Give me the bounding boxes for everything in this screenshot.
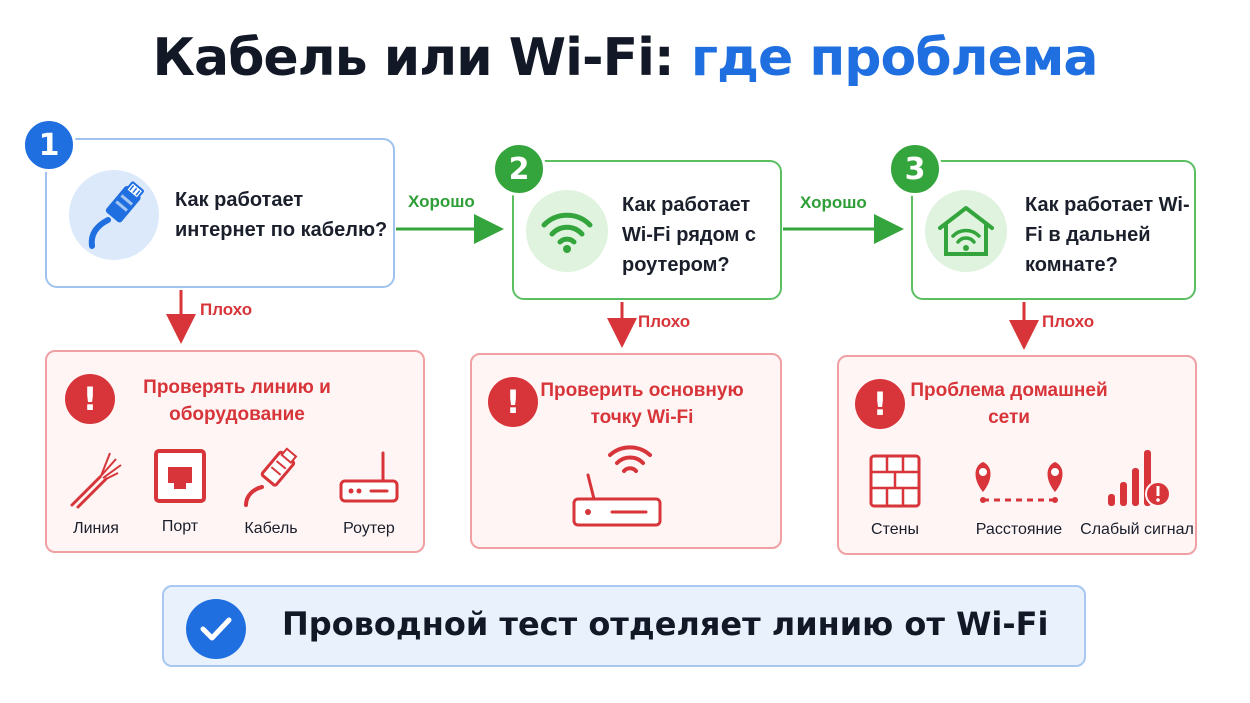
check-icon bbox=[186, 599, 246, 659]
step-1-box: Как работает интернет по кабелю? bbox=[45, 138, 395, 288]
item-label: Слабый сигнал bbox=[1080, 521, 1194, 538]
item-walls: Стены bbox=[859, 452, 931, 539]
item-line: Линия bbox=[61, 447, 131, 538]
bad-label-1: Плохо bbox=[200, 300, 253, 319]
wall-icon bbox=[869, 454, 921, 508]
conclusion-box: Проводной тест отделяет линию от Wi-Fi bbox=[162, 585, 1086, 667]
bad-label-3: Плохо bbox=[1042, 312, 1095, 331]
good-label-2: Хорошо bbox=[800, 193, 867, 212]
router-icon bbox=[572, 445, 662, 527]
item-weak-signal: Слабый сигнал bbox=[1079, 442, 1195, 539]
step-2-box: Как работает Wi-Fi рядом с роутером? bbox=[512, 160, 782, 300]
port-icon bbox=[154, 449, 206, 503]
warning-icon: ! bbox=[488, 377, 538, 427]
good-label-1: Хорошо bbox=[408, 192, 475, 211]
result-3-title: Проблема домашней сети bbox=[910, 380, 1108, 428]
item-distance: Расстояние bbox=[959, 452, 1079, 539]
step-3-badge: 3 bbox=[888, 142, 942, 196]
wifi-icon bbox=[526, 190, 608, 272]
step-2-question: Как работает Wi-Fi рядом с роутером? bbox=[622, 194, 756, 276]
conclusion-text: Проводной тест отделяет линию от Wi-Fi bbox=[282, 605, 1049, 643]
step-2-badge: 2 bbox=[492, 142, 546, 196]
result-1-box: ! Проверять линию и оборудование Линия П… bbox=[45, 350, 425, 553]
step-3-question: Как работает Wi-Fi в дальней комнате? bbox=[1025, 194, 1190, 276]
title-part-1: Кабель или Wi-Fi: bbox=[152, 28, 675, 88]
result-1-title: Проверять линию и оборудование bbox=[143, 377, 331, 425]
item-port: Порт bbox=[145, 447, 215, 536]
item-label: Расстояние bbox=[975, 521, 1063, 538]
result-3-box: ! Проблема домашней сети Стены Расстояни… bbox=[837, 355, 1197, 555]
router-icon bbox=[339, 451, 399, 503]
item-router: Роутер bbox=[329, 447, 409, 538]
step-1-question: Как работает интернет по кабелю? bbox=[175, 189, 388, 241]
item-label: Кабель bbox=[244, 520, 298, 537]
item-label: Порт bbox=[161, 518, 199, 535]
item-cable: Кабель bbox=[231, 447, 311, 538]
ethernet-cable-icon bbox=[69, 170, 159, 260]
page-title: Кабель или Wi-Fi: где проблема bbox=[0, 28, 1250, 88]
step-1-badge: 1 bbox=[22, 118, 76, 172]
warning-icon: ! bbox=[65, 374, 115, 424]
step-3-box: Как работает Wi-Fi в дальней комнате? bbox=[911, 160, 1196, 300]
bad-label-2: Плохо bbox=[638, 312, 691, 331]
cable-icon bbox=[244, 447, 298, 507]
home-wifi-icon bbox=[925, 190, 1007, 272]
result-2-box: ! Проверить основную точку Wi-Fi bbox=[470, 353, 782, 549]
item-label: Линия bbox=[73, 520, 119, 537]
item-label: Стены bbox=[871, 521, 919, 538]
item-label: Роутер bbox=[343, 520, 395, 537]
distance-icon bbox=[975, 462, 1063, 503]
warning-icon: ! bbox=[855, 379, 905, 429]
weak-signal-icon bbox=[1108, 450, 1171, 507]
result-2-title: Проверить основную точку Wi-Fi bbox=[540, 380, 744, 428]
title-part-2: где проблема bbox=[690, 28, 1099, 88]
line-cable-icon bbox=[70, 452, 122, 509]
